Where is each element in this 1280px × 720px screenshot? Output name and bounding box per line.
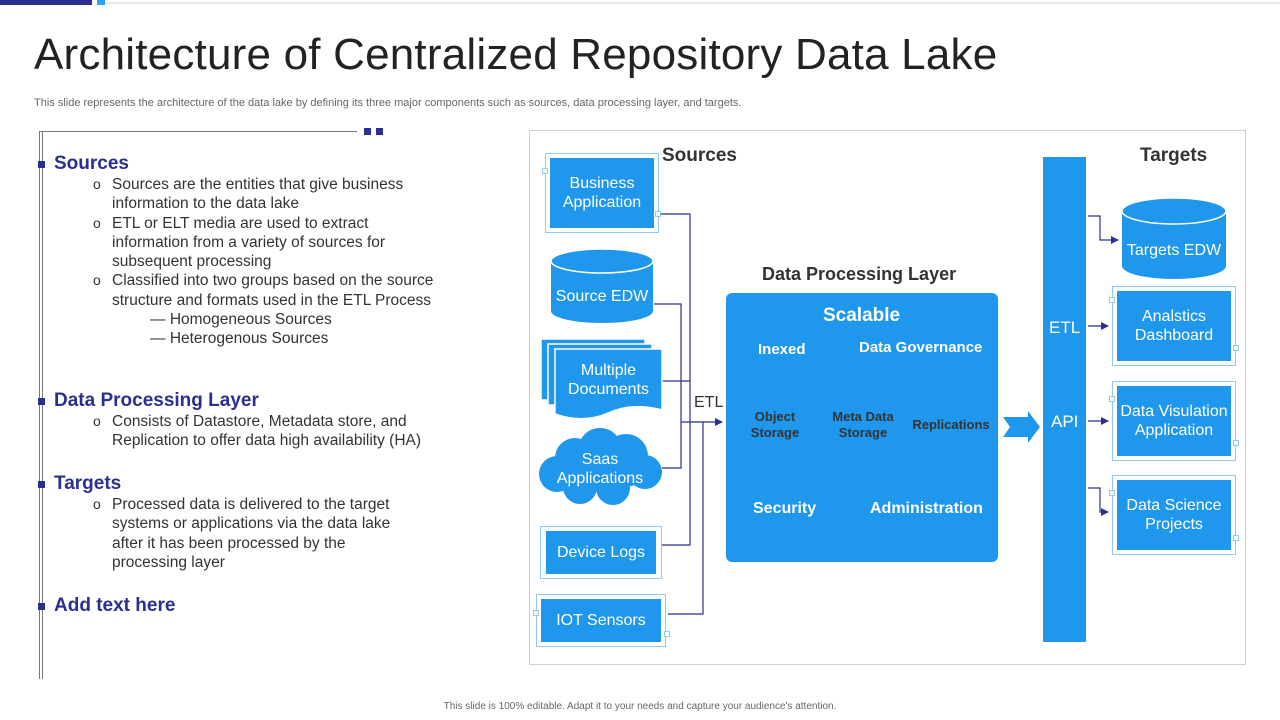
left-panel-rule — [42, 131, 43, 679]
node-outline — [1112, 475, 1236, 555]
list-item: Sources are the entities that give busin… — [93, 175, 438, 214]
processing-list: Consists of Datastore, Metadata store, a… — [93, 412, 433, 451]
dpl-data-governance: Data Governance — [859, 339, 983, 356]
selection-handle — [1109, 297, 1115, 303]
data-science-node: Data Science Projects — [1117, 480, 1231, 550]
node-outline — [540, 526, 662, 579]
selection-handle — [1233, 345, 1239, 351]
business-application-node: Business Application — [550, 158, 654, 228]
diagram-frame — [529, 130, 1246, 665]
saas-cloud-shape — [539, 428, 662, 505]
analytics-dashboard-node: Analstics Dashboard — [1117, 291, 1231, 361]
diagram-sources-label: Sources — [662, 145, 737, 166]
square-bullet-icon — [38, 397, 45, 405]
sources-section: Sources Sources are the entities that gi… — [38, 153, 438, 349]
diagram-dpl-label: Data Processing Layer — [762, 264, 957, 284]
left-panel-rule — [39, 131, 40, 679]
sub-list-item: Heterogenous Sources — [150, 329, 438, 348]
sources-list: Sources are the entities that give busin… — [93, 175, 438, 310]
source-edw-node: Source EDW — [555, 287, 649, 305]
targets-edw-node: Targets EDW — [1126, 241, 1222, 259]
connector-line — [658, 213, 691, 546]
dpl-administration: Administration — [870, 500, 983, 517]
dpl-scalable: Scalable — [823, 305, 901, 326]
selection-handle — [655, 211, 661, 217]
processing-section: Data Processing Layer Consists of Datast… — [38, 390, 433, 451]
section-heading: Add text here — [38, 595, 175, 617]
targets-section: Targets Processed data is delivered to t… — [38, 473, 403, 572]
diagram-targets-label: Targets — [1140, 145, 1208, 166]
list-item: Consists of Datastore, Metadata store, a… — [93, 412, 433, 451]
selection-handle — [664, 631, 670, 637]
add-text-heading: Add text here — [54, 595, 176, 616]
list-item: Classified into two groups based on the … — [93, 271, 438, 310]
top-accent-bar-dark — [0, 0, 92, 5]
sources-sublist: Homogeneous Sources Heterogenous Sources — [150, 310, 438, 349]
multiple-documents-shape — [540, 338, 663, 420]
left-panel-corner-square — [364, 128, 371, 135]
data-processing-layer-box — [726, 293, 998, 562]
page-subtitle: This slide represents the architecture o… — [34, 97, 742, 109]
top-accent-bar-light — [97, 0, 105, 5]
selection-handle — [533, 610, 539, 616]
node-outline — [545, 153, 659, 233]
selection-handle — [1233, 535, 1239, 541]
source-edw-cylinder — [550, 248, 654, 323]
connector-line — [654, 303, 682, 469]
section-heading: Data Processing Layer — [38, 390, 433, 412]
top-accent-line — [105, 2, 1280, 4]
dpl-inexed: Inexed — [758, 341, 806, 358]
bar-api-label: API — [1051, 412, 1079, 431]
connector-arrow — [1088, 215, 1119, 244]
node-outline — [1112, 381, 1236, 461]
targets-edw-cylinder — [1121, 197, 1227, 279]
section-heading: Targets — [38, 473, 403, 495]
selection-handle — [1109, 490, 1115, 496]
etl-label: ETL — [694, 394, 724, 411]
targets-heading: Targets — [54, 473, 122, 494]
connector-arrow — [1088, 487, 1109, 516]
object-storage-label: Object Storage — [750, 409, 800, 440]
add-text-section: Add text here — [38, 595, 175, 617]
node-outline — [1112, 286, 1236, 366]
left-panel-corner-square — [376, 128, 383, 135]
data-visualization-node: Data Visulation Application — [1117, 386, 1231, 456]
selection-handle — [542, 168, 548, 174]
selection-handle — [1109, 396, 1115, 402]
square-bullet-icon — [38, 160, 45, 168]
list-item: ETL or ELT media are used to extract inf… — [93, 214, 438, 272]
square-bullet-icon — [38, 602, 45, 610]
targets-list: Processed data is delivered to the targe… — [93, 495, 403, 572]
left-panel-top-rule — [39, 131, 357, 132]
footer-note: This slide is 100% editable. Adapt it to… — [443, 701, 837, 712]
replications-label: Replications — [912, 417, 990, 432]
etl-api-bar — [1043, 157, 1086, 642]
multiple-documents-node: Multiple Documents — [568, 362, 649, 398]
device-logs-node: Device Logs — [546, 531, 656, 574]
list-item: Processed data is delivered to the targe… — [93, 495, 403, 572]
section-heading: Sources — [38, 153, 438, 175]
sub-list-item: Homogeneous Sources — [150, 310, 438, 329]
square-bullet-icon — [38, 480, 45, 488]
saas-applications-node: Saas Applications — [556, 451, 644, 487]
bar-etl-label: ETL — [1049, 318, 1081, 337]
meta-data-storage-label: Meta Data Storage — [832, 409, 894, 440]
iot-sensors-node: IOT Sensors — [541, 599, 661, 642]
flow-arrow-icon — [1003, 411, 1040, 443]
connector-line — [668, 422, 704, 615]
node-outline — [536, 594, 666, 647]
dpl-security: Security — [753, 500, 817, 517]
processing-heading: Data Processing Layer — [54, 390, 259, 411]
sources-heading: Sources — [54, 153, 129, 174]
page-title: Architecture of Centralized Repository D… — [34, 30, 998, 79]
selection-handle — [1233, 440, 1239, 446]
